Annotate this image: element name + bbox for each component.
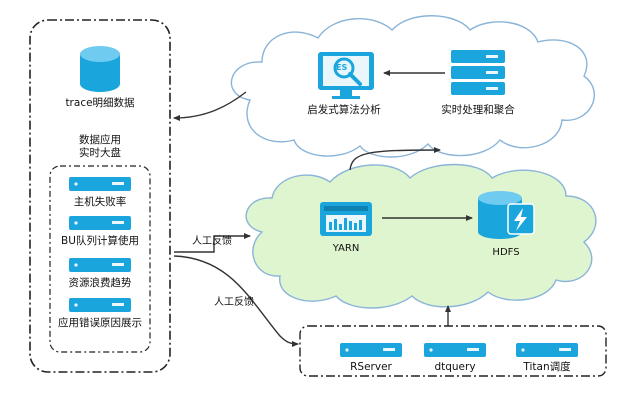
realtime-dashboard-label: 实时大盘: [79, 147, 121, 159]
server-icon-bu-queue: [69, 216, 131, 230]
middle-cloud-shape: [245, 163, 597, 309]
yarn-app-icon: [320, 202, 372, 236]
data-app-label: 数据应用: [79, 134, 121, 146]
realtime-server-stack-icon: [451, 50, 505, 95]
dtquery-label: dtquery: [434, 361, 476, 373]
hdfs-label: HDFS: [492, 247, 520, 258]
server-icon-waste-trend: [69, 258, 131, 272]
analysis-label: 启发式算法分析: [307, 104, 381, 116]
arrow-middle-to-top-cloud: [349, 147, 441, 171]
top-cloud-shape: [230, 15, 595, 158]
arrow-top-cloud-to-left-panel: [173, 91, 247, 121]
left-panel-border: [29, 19, 171, 373]
left-inner-border: [49, 165, 151, 353]
server-icon-dtquery: [424, 343, 486, 357]
server-icon-failure-rate: [69, 177, 131, 191]
hdfs-storage-icon: [478, 191, 535, 239]
feedback-line-lower: [173, 255, 299, 347]
database-icon: [80, 46, 120, 92]
list-item-bu-queue: BU队列计算使用: [61, 235, 139, 247]
titan-label: Titan调度: [523, 361, 571, 373]
feedback-label-lower: 人工反馈: [214, 297, 254, 308]
analysis-monitor-icon: [318, 52, 374, 99]
list-item-failure-rate: 主机失败率: [73, 196, 127, 208]
server-icon-error-reason: [69, 298, 131, 312]
bottom-panel-border: [299, 325, 607, 377]
trace-data-label: trace明细数据: [65, 97, 135, 109]
list-item-error-reason: 应用错误原因展示: [58, 317, 142, 329]
feedback-label-upper: 人工反馈: [192, 236, 232, 247]
feedback-line-upper: [174, 233, 251, 253]
es-icon-text: ES: [336, 63, 348, 72]
server-icon-titan: [516, 343, 578, 357]
yarn-label: YARN: [332, 243, 360, 254]
list-item-waste-trend: 资源浪费趋势: [68, 277, 132, 289]
server-icon-rserver: [340, 343, 402, 357]
rserver-label: RServer: [350, 361, 392, 373]
realtime-processing-label: 实时处理和聚合: [441, 104, 515, 116]
